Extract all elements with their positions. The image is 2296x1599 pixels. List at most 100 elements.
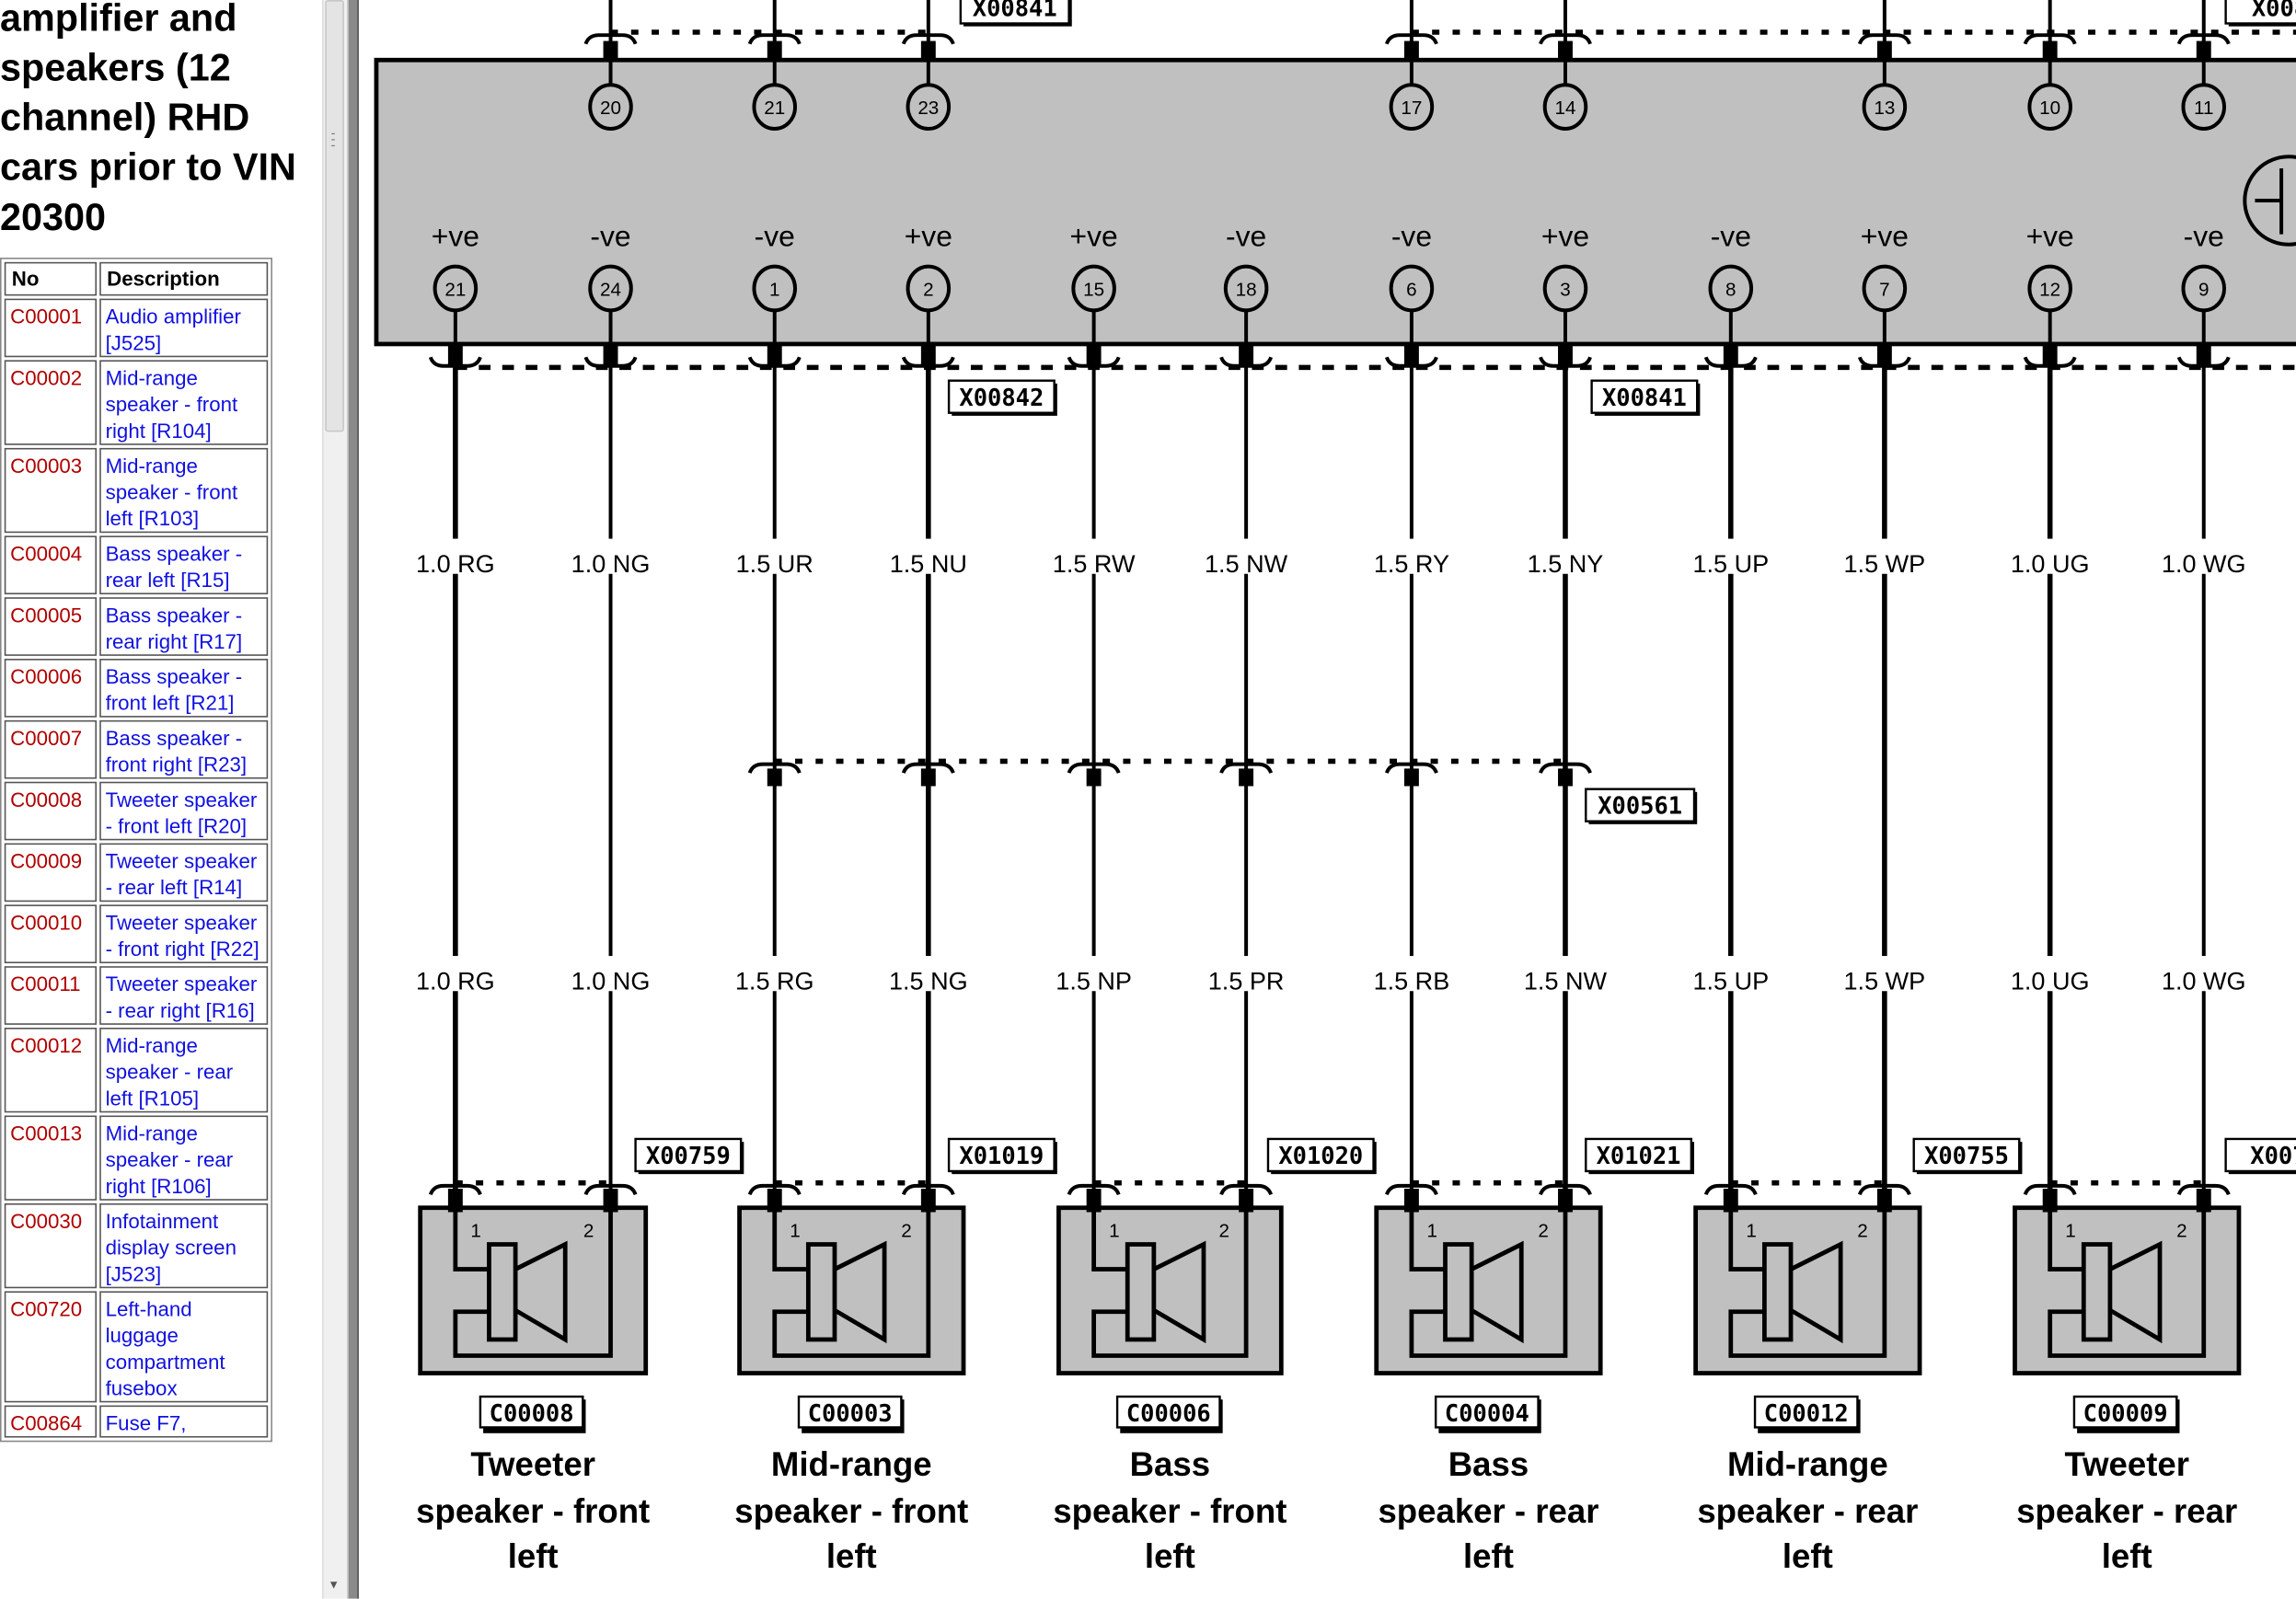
component-description-link[interactable]: Bass speaker - rear left [R15] [99,535,269,595]
connector-label: X00759 [646,1143,731,1170]
pin-number: 23 [917,98,939,119]
connector-terminal [1703,1183,1758,1196]
component-description-link[interactable]: Mid-range speaker - front left [R103] [99,447,269,534]
connector-terminal [747,1183,802,1196]
component-code-link[interactable]: C00012 [4,1028,98,1113]
wire-label-bg [2156,538,2251,574]
pin-circle [2181,264,2227,313]
connector-pin [2196,343,2211,365]
component-description-link[interactable]: Tweeter speaker - rear right [R16] [99,966,269,1025]
component-code-link[interactable]: C00010 [4,904,98,964]
component-code-link[interactable]: C00004 [4,535,98,595]
connector-pin [2042,1189,2058,1213]
component-code-link[interactable]: C00720 [4,1291,98,1403]
component-description-link[interactable]: Fuse F7, [99,1405,269,1438]
pin-number: 24 [600,279,621,300]
connector-pin [1723,1189,1738,1213]
speaker-coil-icon [1125,1242,1157,1342]
component-description-link[interactable]: Bass speaker - rear right [R17] [99,597,269,656]
component-description-link[interactable]: Tweeter speaker - front right [R22] [99,904,269,964]
component-description-link[interactable]: Audio amplifier [J525] [99,298,269,358]
component-description-link[interactable]: Tweeter speaker - rear left [R14] [99,843,269,903]
connector-terminal [1219,762,1274,774]
connector-pin [1558,1189,1573,1213]
scrollbar-thumb[interactable]: --- [325,0,344,432]
component-code-link[interactable]: C00003 [4,447,98,534]
speaker-name: speaker - rear [1697,1492,1918,1530]
wire-label: 1.0 UG [2011,550,2090,578]
component-code-box [1434,1395,1540,1429]
wire-label-bg [727,956,822,992]
connector-pin [2196,40,2211,62]
sidebar-scrollbar[interactable]: --- ▼ [322,0,348,1599]
connector-terminal [2023,33,2077,45]
scroll-down-arrow-icon[interactable]: ▼ [328,1578,340,1592]
speaker-pin-number: 1 [1426,1221,1437,1242]
pin-circle [1389,264,1435,313]
component-description-link[interactable]: Mid-range speaker - front right [R104] [99,360,269,445]
component-code-link[interactable]: C00011 [4,966,98,1025]
component-code-link[interactable]: C00005 [4,597,98,656]
wire-label-bg [1046,538,1141,574]
component-description-link[interactable]: Bass speaker - front left [R21] [99,659,269,718]
component-code-link[interactable]: C00002 [4,360,98,445]
speaker-wiring [453,1209,613,1358]
connector-label-box [1912,1137,2021,1173]
wire-label: 1.5 WP [1844,550,1926,578]
connector-terminal [1384,762,1438,774]
component-description-link[interactable]: Infotainment display screen [J523] [99,1202,269,1289]
component-description-link[interactable]: Tweeter speaker - front left [R20] [99,781,269,841]
connector-pin [1086,343,1102,365]
speaker-name: Bass [1448,1445,1529,1483]
component-code-link[interactable]: C00009 [4,843,98,903]
component-description-link[interactable]: Mid-range speaker - rear left [R105] [99,1028,269,1113]
table-header-row: No Description [4,261,269,296]
pane-splitter[interactable] [347,0,359,1599]
component-code-link[interactable]: C00013 [4,1115,98,1201]
pin-circle [433,264,479,313]
connector-terminal [1857,356,1911,368]
component-code-link[interactable]: C00008 [4,781,98,841]
connector-pin [1403,40,1419,62]
audio-amplifier-body [374,57,2296,347]
component-code: C00006 [1126,1400,1211,1428]
connector-pin [920,40,936,62]
component-code-link[interactable]: C00030 [4,1202,98,1289]
speaker-cone-icon [833,1240,887,1344]
component-description-link[interactable]: Mid-range speaker - rear right [R106] [99,1115,269,1201]
connector-terminal [1067,762,1121,774]
pin-number: 2 [923,279,934,300]
component-code-box [797,1395,903,1429]
component-code-link[interactable]: C00001 [4,298,98,358]
component-code-link[interactable]: C00007 [4,719,98,779]
speaker-pin-number: 2 [1857,1221,1868,1242]
pin-number: 21 [444,279,466,300]
wire-label: 1.5 RG [735,968,814,995]
speaker-cone-icon [1152,1240,1206,1344]
speaker-cone-icon [513,1240,568,1344]
pin-number: 6 [1406,279,1417,300]
connector-label: X00755 [1924,1143,2009,1170]
pin-number: 7 [1879,279,1890,300]
connector-label: X01021 [1597,1143,1681,1170]
speaker-pin-number: 2 [1218,1221,1229,1242]
component-description-link[interactable]: Bass speaker - front right [R23] [99,719,269,779]
pin-polarity: +ve [1070,219,1118,252]
component-code-link[interactable]: C00006 [4,659,98,718]
pin-number: 8 [1725,279,1736,300]
connector-label-box [634,1137,743,1173]
component-code: C00004 [1445,1400,1529,1428]
component-code-link[interactable]: C00864 [4,1405,98,1438]
component-description-link[interactable]: Left-hand luggage compartment fusebox [99,1291,269,1403]
component-code-box [1753,1395,1859,1429]
component-code-box [479,1395,584,1429]
